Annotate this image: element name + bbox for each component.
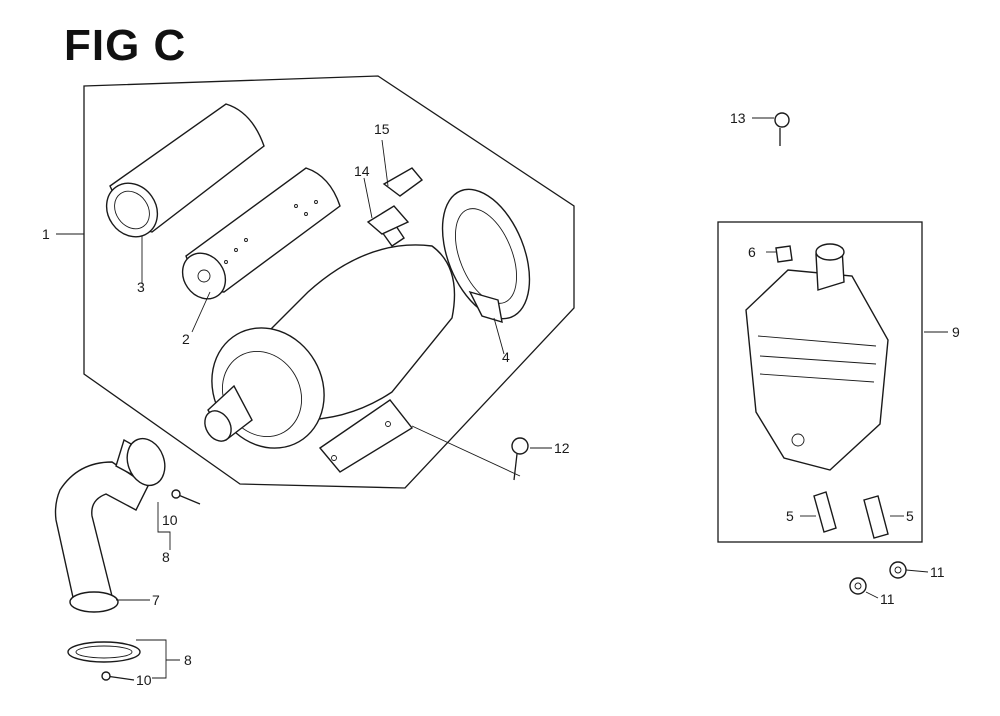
drain-pipes: [813, 491, 889, 539]
label-part-12: 12: [554, 440, 570, 456]
figure-title: FIG C: [64, 21, 187, 70]
label-part-10a: 10: [162, 512, 178, 528]
label-part-2: 2: [182, 331, 190, 347]
label-part-14: 14: [354, 163, 370, 179]
paper-element: [181, 167, 341, 300]
cleaner-cover: [441, 188, 531, 323]
label-part-7: 7: [152, 592, 160, 608]
air-cleaner-assembly-outline: [83, 75, 575, 489]
label-part-5b: 5: [906, 508, 914, 524]
clip-parts: [366, 167, 424, 235]
label-part-9: 9: [952, 324, 960, 340]
label-part-4: 4: [502, 349, 510, 365]
label-part-5a: 5: [786, 508, 794, 524]
label-part-11a: 11: [930, 564, 945, 580]
outer-foam-element: [105, 103, 265, 238]
leader-lines: [56, 117, 948, 679]
part-labels: 1 2 3 4 5 5 6 7 8 8 9 10 10 11 11 12 13 …: [42, 110, 960, 688]
tube-band-lower: [67, 641, 141, 681]
label-part-10b: 10: [136, 672, 152, 688]
label-part-13: 13: [730, 110, 746, 126]
label-part-8b: 8: [184, 652, 192, 668]
label-part-6: 6: [748, 244, 756, 260]
label-part-3: 3: [137, 279, 145, 295]
label-part-8a: 8: [162, 549, 170, 565]
label-part-15: 15: [374, 121, 390, 137]
nuts: [849, 561, 907, 595]
resonator-group-outline: [717, 221, 923, 543]
bolt-12: [511, 437, 529, 481]
label-part-1: 1: [42, 226, 50, 242]
resonator: [745, 243, 889, 471]
air-cleaner-case: [204, 225, 456, 473]
bolt-13: [774, 112, 790, 146]
label-part-11b: 11: [880, 591, 895, 607]
tube-band-upper: [126, 437, 201, 505]
